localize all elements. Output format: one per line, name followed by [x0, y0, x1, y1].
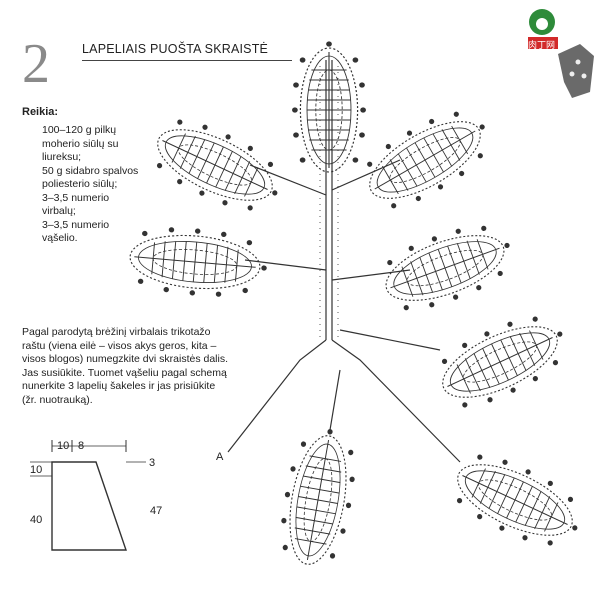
title-underline [82, 60, 292, 61]
instructions-text: Pagal parodytą brėžinį virbalais trikota… [22, 326, 229, 406]
dim-right-top: 3 [149, 457, 155, 469]
dim-left-top: 10 [30, 464, 42, 476]
leaf-bottom-left [273, 422, 365, 571]
requirements-label: Reikia: [22, 106, 59, 118]
section-number: 2 [22, 33, 50, 95]
knitting-schematic [30, 440, 146, 551]
logo-graphic [528, 9, 594, 98]
stem-lines [227, 60, 461, 463]
requirements-list: 100–120 g pilkų moherio siūlų su liureks… [42, 124, 148, 246]
leaf-lower-right [429, 302, 577, 420]
dim-top-left: 10 [57, 440, 69, 452]
requirement-item: 50 g sidabro spalvos poliesterio siūlų; [42, 164, 139, 191]
leaf-upper-left [144, 107, 292, 225]
requirement-item: 100–120 g pilkų moherio siūlų su liureks… [42, 124, 119, 163]
requirement-item: 3–3,5 numerio vąšelio. [42, 218, 110, 245]
leaf-mid-right [374, 212, 522, 322]
dim-top-right: 8 [78, 440, 84, 452]
leaf-mid-left [126, 222, 271, 303]
chart-start-label: A [216, 451, 224, 463]
dim-left-main: 40 [30, 514, 42, 526]
dim-right-main: 47 [150, 505, 162, 517]
leaf-top [291, 40, 367, 173]
logo-text: 肉丁网 [528, 41, 556, 51]
requirement-item: 3–3,5 numerio virbalų; [42, 191, 110, 218]
site-logo: 肉丁网 [520, 4, 596, 102]
page-title: LAPELIAIS PUOŠTA SKRAISTĖ [82, 42, 269, 56]
leaf-upper-right [353, 96, 502, 221]
shawl-photo [558, 44, 594, 98]
leaf-bottom-right [444, 442, 592, 560]
